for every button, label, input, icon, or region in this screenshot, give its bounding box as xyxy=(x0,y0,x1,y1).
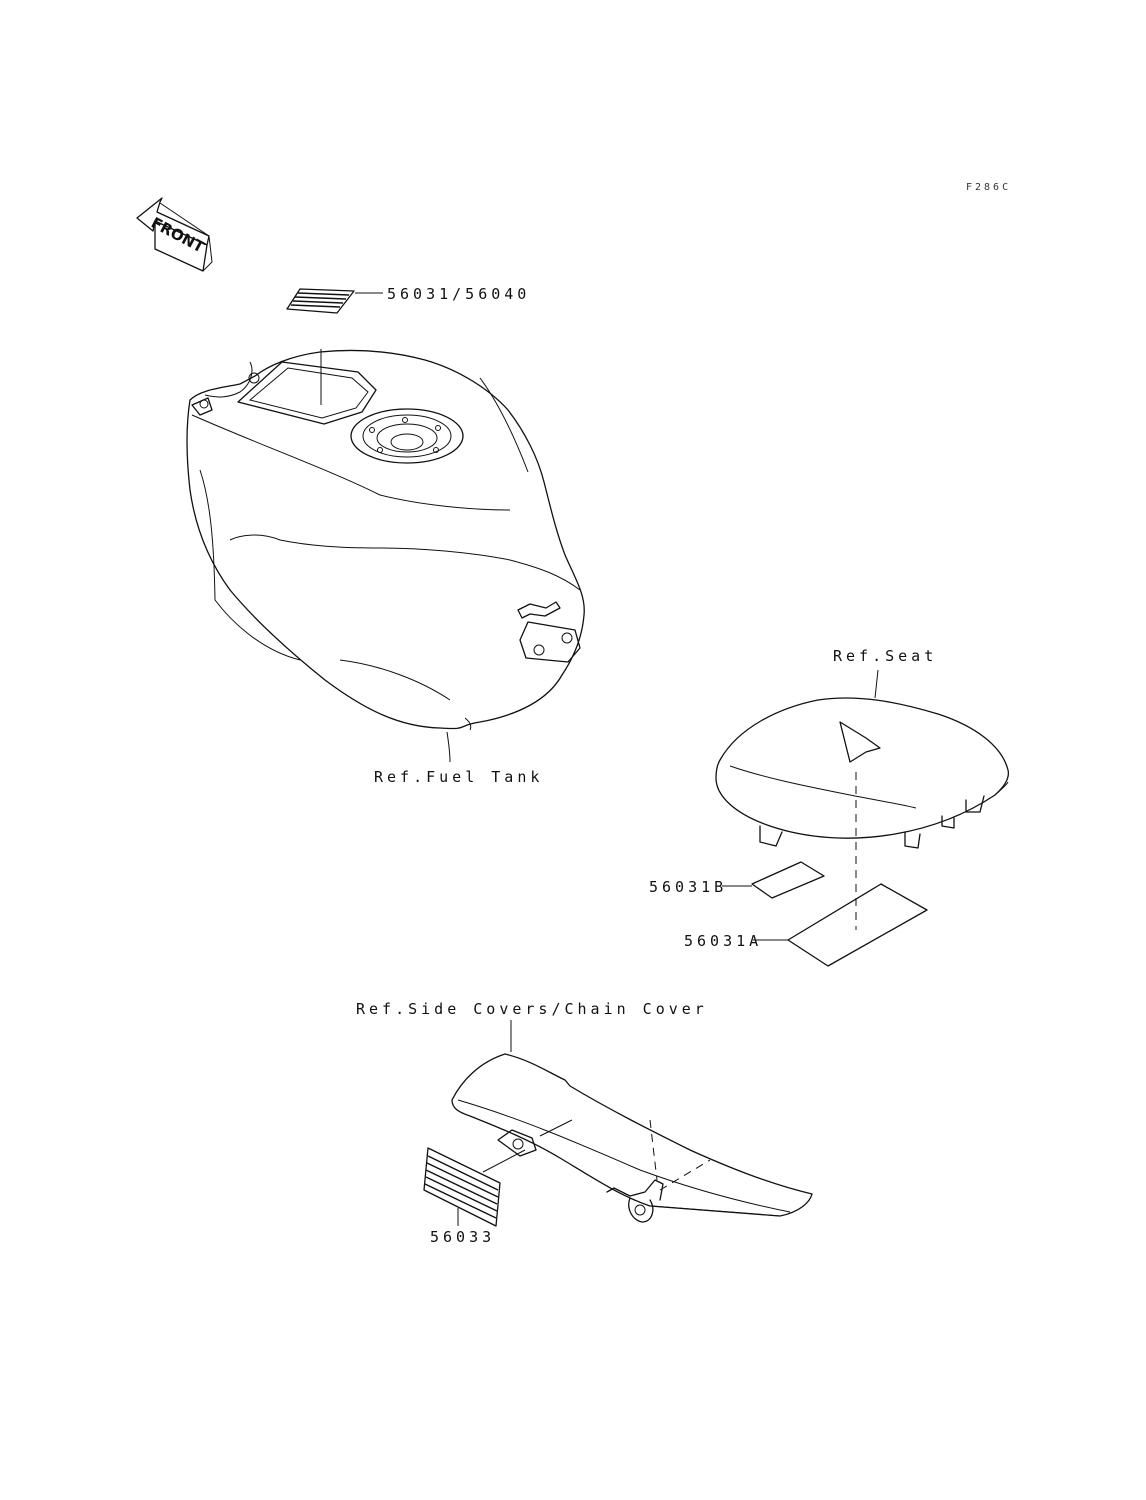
seat xyxy=(715,697,1010,849)
chain-decal xyxy=(423,1147,501,1227)
decal-tank-label: 56031/56040 xyxy=(387,285,530,303)
chain-decal-label: 56033 xyxy=(430,1228,495,1246)
fuel-tank-leader xyxy=(446,731,451,763)
tank-decal xyxy=(286,288,355,314)
chain-cover xyxy=(451,1053,813,1223)
seat-decal-a xyxy=(787,883,928,967)
chain-decal-pointer xyxy=(482,1149,526,1173)
seat-decal-b xyxy=(751,861,825,899)
side-covers-label: Ref.Side Covers/Chain Cover xyxy=(356,1000,708,1018)
fuel-tank-label: Ref.Fuel Tank xyxy=(374,768,543,786)
decal-a-label: 56031A xyxy=(684,932,762,950)
seat-label: Ref.Seat xyxy=(833,647,937,665)
fuel-tank xyxy=(186,349,585,731)
front-arrow-icon: FRONT xyxy=(136,197,213,272)
decal-b-label: 56031B xyxy=(649,878,727,896)
seat-leader xyxy=(874,669,879,699)
chain-cover-dashed-guide xyxy=(649,1119,658,1181)
diagram-code: F286C xyxy=(966,182,1011,193)
chain-cover-dashed-guide-2 xyxy=(659,1159,711,1191)
